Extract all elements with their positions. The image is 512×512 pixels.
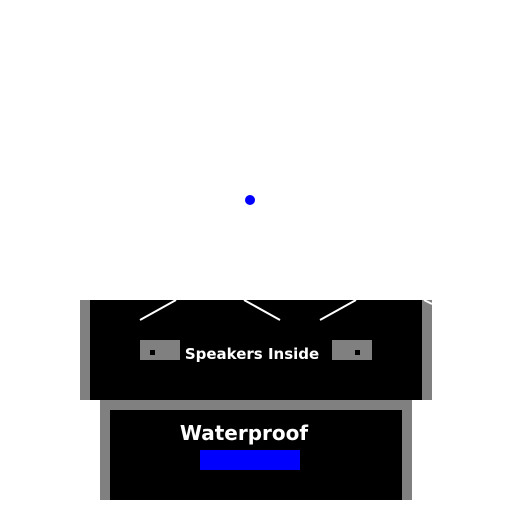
speaker-grille-right-dot [355,350,360,355]
blue-dot [245,195,255,205]
waterproof-label: Waterproof [179,421,309,445]
blue-bar [200,450,300,470]
speaker-grille-right [332,340,372,360]
speaker-grille-left-dot [150,350,155,355]
speaker-grille-left [140,340,180,360]
speaker-label: Speakers Inside [184,345,320,363]
